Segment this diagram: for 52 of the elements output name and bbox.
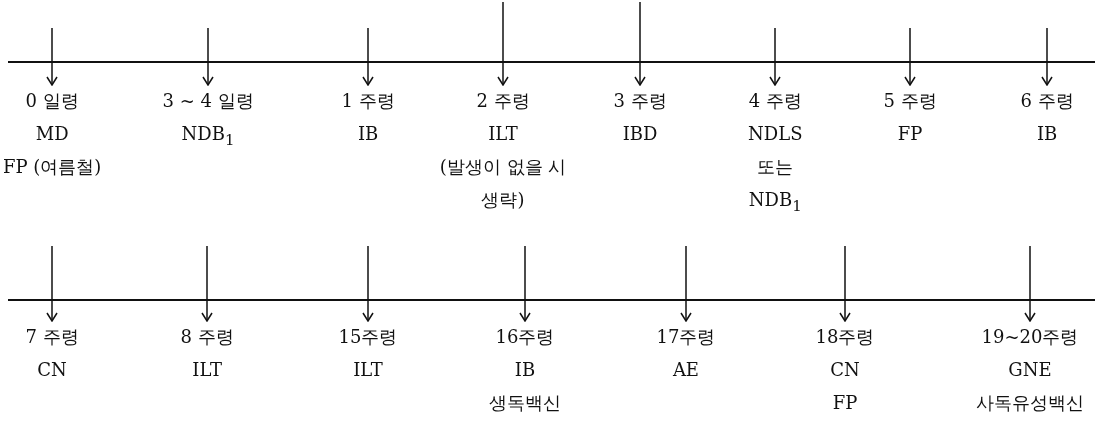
vaccine-label: MD <box>35 122 69 146</box>
arrow <box>1024 245 1036 322</box>
vaccine-note: 생독백신 <box>489 391 561 415</box>
arrow <box>1041 27 1053 86</box>
vaccine-note: (발생이 없을 시 생략) <box>438 155 568 212</box>
arrow <box>46 245 58 322</box>
vaccine-label: IBD <box>622 122 658 146</box>
arrow <box>680 245 692 322</box>
vaccine-label: IB <box>1036 122 1058 146</box>
age-label: 5 주령 <box>883 89 937 113</box>
age-label: 4 주령 <box>748 89 802 113</box>
age-label: 19~20주령 <box>981 325 1079 349</box>
age-label: 8 주령 <box>180 325 234 349</box>
age-label: 17주령 <box>656 325 716 349</box>
arrow <box>497 1 509 86</box>
vaccine-label: ILT <box>192 358 222 382</box>
age-label: 3 ~ 4 일령 <box>162 89 254 113</box>
age-label: 1 주령 <box>341 89 395 113</box>
vaccine-label: CN <box>37 358 67 382</box>
vaccine-label: NDB$_{1}$ <box>181 122 235 150</box>
arrow <box>362 245 374 322</box>
note-text: 또는 <box>757 155 794 179</box>
vaccine-label: IB <box>357 122 379 146</box>
age-label: 7 주령 <box>25 325 79 349</box>
vaccine-note: FP <box>832 391 858 415</box>
arrow <box>202 27 214 86</box>
arrow <box>634 1 646 86</box>
age-label: 3 주령 <box>613 89 667 113</box>
vaccine-label: ILT <box>353 358 383 382</box>
arrow <box>201 245 213 322</box>
age-label: 2 주령 <box>476 89 530 113</box>
vaccine-note: FP (여름철) <box>3 155 102 179</box>
arrow <box>839 245 851 322</box>
age-label: 6 주령 <box>1020 89 1074 113</box>
age-label: 16주령 <box>495 325 555 349</box>
vaccine-label: FP <box>897 122 923 146</box>
vaccine-label: IB <box>514 358 536 382</box>
vaccine-label: AE <box>672 358 699 382</box>
vaccine-note: 사독유성백신 <box>976 391 1084 415</box>
arrow <box>519 245 531 322</box>
vaccine-label: GNE <box>1008 358 1052 382</box>
vaccine-label: CN <box>830 358 860 382</box>
arrow <box>46 27 58 86</box>
arrow <box>769 27 781 86</box>
vaccine-label: NDB$_{1}$ <box>748 188 802 216</box>
age-label: 0 일령 <box>25 89 79 113</box>
vaccine-label: NDLS <box>748 122 803 146</box>
arrow <box>362 27 374 86</box>
age-label: 18주령 <box>815 325 875 349</box>
vaccine-label: ILT <box>488 122 518 146</box>
arrow <box>904 27 916 86</box>
age-label: 15주령 <box>338 325 398 349</box>
